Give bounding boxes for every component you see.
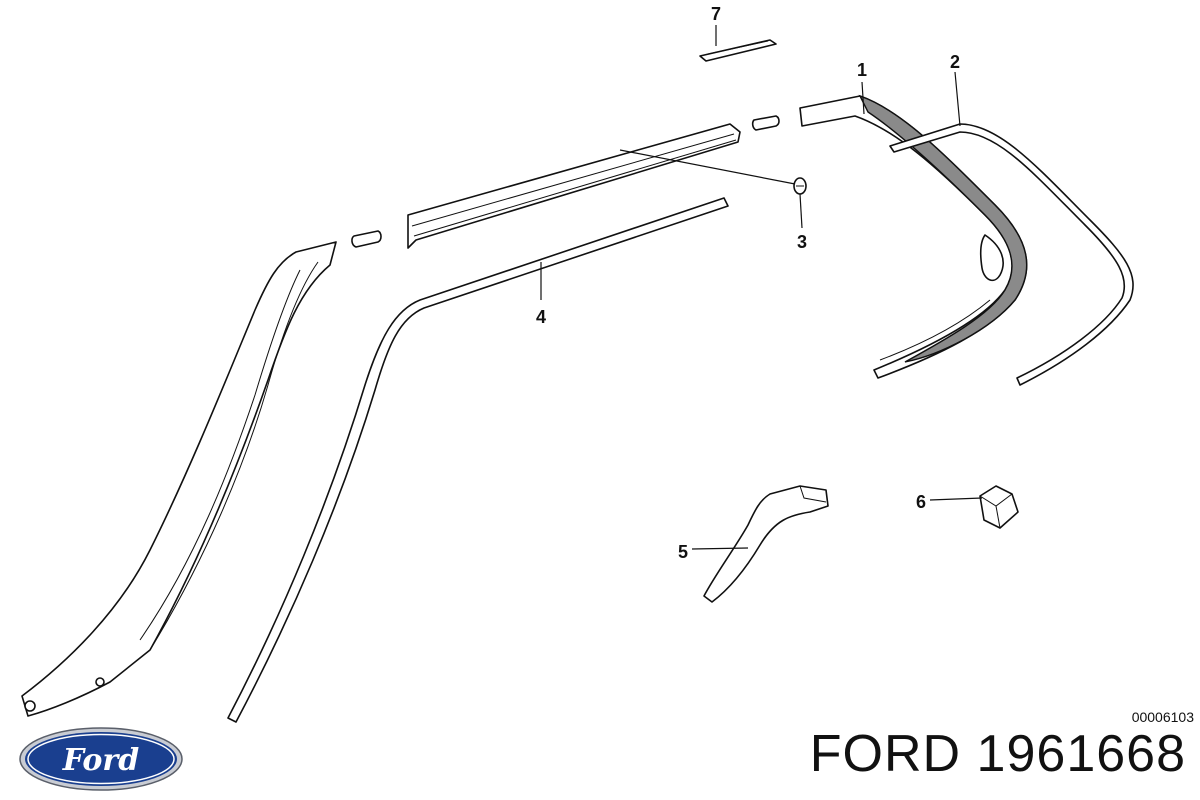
leader-6 <box>929 497 983 501</box>
callout-4: 4 <box>536 307 546 327</box>
callout-6: 6 <box>916 492 926 512</box>
logo-text: Ford <box>62 743 139 778</box>
leader-3b <box>799 193 803 229</box>
part-3-screw <box>793 177 807 195</box>
part-4-long-molding <box>227 197 729 723</box>
leader-1 <box>861 81 865 115</box>
brand-part-number: FORD 1961668 <box>809 725 1186 783</box>
callout-1: 1 <box>857 60 867 80</box>
callout-5: 5 <box>678 542 688 562</box>
drawing-code: 00006103 <box>1131 709 1194 725</box>
roof-rail <box>407 123 741 249</box>
part-2-outer-molding <box>889 123 1134 386</box>
ford-logo-icon: Ford <box>19 727 183 791</box>
callout-3: 3 <box>797 232 807 252</box>
plug-upper <box>751 115 780 131</box>
part-6-clip <box>979 485 1019 529</box>
plug-left <box>351 230 382 248</box>
part-7-strip <box>699 39 777 62</box>
part-1-curved-trim <box>799 94 1028 379</box>
pillar-trim <box>21 241 337 717</box>
callout-2: 2 <box>950 52 960 72</box>
leader-5 <box>691 547 749 550</box>
leader-2 <box>954 71 961 127</box>
part-5-bracket <box>703 485 829 603</box>
callout-7: 7 <box>711 4 721 24</box>
leader-3 <box>619 149 796 185</box>
